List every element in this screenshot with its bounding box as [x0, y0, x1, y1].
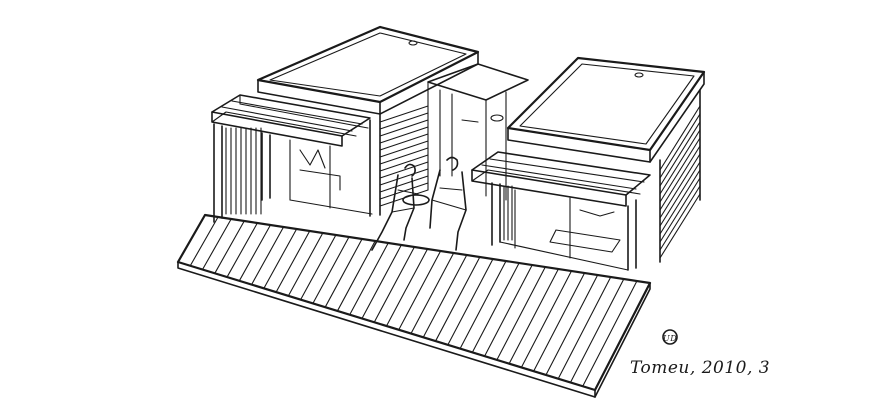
right-module	[471, 56, 706, 271]
signature-text: Tomeu, 2010, 3	[630, 358, 770, 378]
right-cladding	[503, 105, 701, 259]
left-side-cladding	[379, 105, 429, 207]
deck-boards	[189, 216, 638, 387]
signature-monogram: UD	[663, 334, 677, 343]
figures	[371, 156, 467, 251]
monogram-circle	[662, 329, 678, 345]
left-cladding	[225, 127, 262, 215]
left-module	[211, 25, 480, 223]
deck	[176, 213, 652, 398]
middle-connector	[427, 63, 529, 201]
artist-signature: UD Tomeu, 2010, 3	[630, 329, 770, 378]
